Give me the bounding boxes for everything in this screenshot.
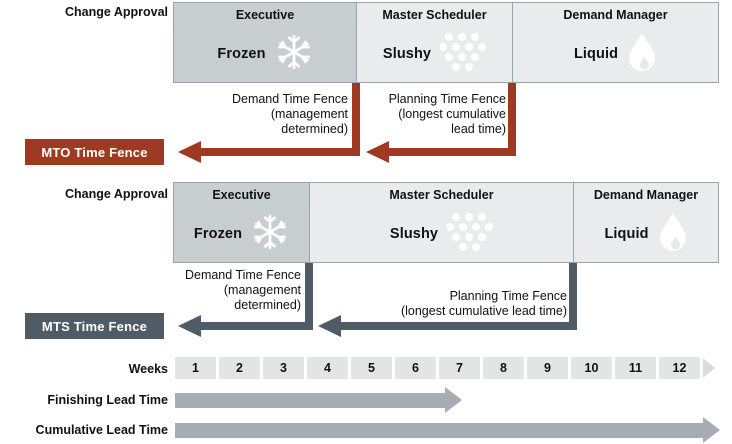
- mts-planning-fence-caption-line-2: (longest cumulative lead time): [400, 304, 567, 318]
- mto-liquid-label: Liquid: [573, 46, 619, 62]
- mto-planning-fence-caption-line-3: lead time): [451, 122, 506, 136]
- mts-header-executive: Executive: [173, 182, 310, 207]
- cumulative-lead-time-bar-arrowhead: [703, 417, 720, 443]
- mto-demand-fence-vline: [352, 83, 360, 156]
- mts-demand-fence-caption-line-3: determined): [234, 298, 301, 312]
- mts-demand-fence-caption-line-1: Demand Time Fence: [184, 268, 301, 282]
- mto-header-master-scheduler: Master Scheduler: [356, 2, 513, 27]
- week-cell-9: 9: [527, 357, 568, 379]
- mto-cell-liquid: Liquid: [512, 26, 719, 83]
- week-cell-6: 6: [395, 357, 436, 379]
- mto-planning-fence-caption-line-1: Planning Time Fence: [388, 92, 506, 106]
- mts-cell-liquid: Liquid: [573, 206, 719, 263]
- mto-planning-fence-arrowhead: [366, 141, 389, 163]
- mto-header-demand-manager: Demand Manager: [512, 2, 719, 27]
- weeks-label: Weeks: [128, 362, 168, 376]
- mts-demand-fence-arrowhead: [178, 315, 201, 337]
- mts-change-approval-label: Change Approval: [64, 187, 168, 201]
- mts-planning-fence-arrowhead: [318, 315, 341, 337]
- week-cell-1: 1: [175, 357, 216, 379]
- water-droplet-icon: [658, 213, 688, 256]
- week-cell-4: 4: [307, 357, 348, 379]
- week-cell-10: 10: [571, 357, 612, 379]
- mts-demand-fence-caption: Demand Time Fence (management determined…: [113, 268, 301, 313]
- mts-planning-fence-caption-line-1: Planning Time Fence: [449, 289, 567, 303]
- mts-planning-fence-caption: Planning Time Fence (longest cumulative …: [330, 289, 567, 319]
- week-cell-8: 8: [483, 357, 524, 379]
- weeks-continuation-arrow-icon: [703, 358, 715, 378]
- water-droplet-icon: [627, 33, 657, 76]
- mto-planning-fence-hline: [388, 148, 516, 156]
- mts-demand-fence-vline: [305, 263, 313, 329]
- week-cell-12: 12: [659, 357, 700, 379]
- week-cell-2: 2: [219, 357, 260, 379]
- mto-demand-fence-caption: Demand Time Fence (management determined…: [160, 92, 348, 137]
- slush-dots-icon: [446, 211, 494, 258]
- mto-slushy-label: Slushy: [382, 46, 432, 62]
- mts-planning-fence-vline: [569, 263, 577, 329]
- mto-demand-fence-caption-line-3: determined): [281, 122, 348, 136]
- mto-time-fence-badge: MTO Time Fence: [25, 139, 164, 165]
- cumulative-lead-time-label: Cumulative Lead Time: [35, 423, 168, 437]
- mto-planning-fence-vline: [508, 83, 516, 156]
- mts-frozen-label: Frozen: [193, 226, 243, 242]
- mts-header-master-scheduler: Master Scheduler: [309, 182, 574, 207]
- mts-cell-frozen: Frozen: [173, 206, 310, 263]
- mto-demand-fence-arrowhead: [178, 141, 201, 163]
- mts-demand-fence-caption-line-2: (management: [223, 283, 301, 297]
- mts-time-fence-badge: MTS Time Fence: [25, 313, 164, 339]
- cumulative-lead-time-bar: [175, 423, 703, 438]
- mto-planning-fence-caption-line-2: (longest cumulative: [398, 107, 506, 121]
- mto-change-approval-label: Change Approval: [64, 5, 168, 19]
- week-cell-11: 11: [615, 357, 656, 379]
- week-cell-3: 3: [263, 357, 304, 379]
- mto-frozen-label: Frozen: [217, 46, 266, 62]
- finishing-lead-time-label: Finishing Lead Time: [47, 393, 168, 407]
- mts-header-demand-manager: Demand Manager: [573, 182, 719, 207]
- mts-slushy-label: Slushy: [389, 226, 439, 242]
- mto-planning-fence-caption: Planning Time Fence (longest cumulative …: [362, 92, 506, 137]
- slush-dots-icon: [439, 31, 487, 78]
- mts-liquid-label: Liquid: [604, 226, 649, 242]
- week-cell-5: 5: [351, 357, 392, 379]
- mto-header-executive: Executive: [173, 2, 357, 27]
- finishing-lead-time-bar: [175, 393, 445, 408]
- week-cell-7: 7: [439, 357, 480, 379]
- mto-cell-slushy: Slushy: [356, 26, 513, 83]
- mto-demand-fence-caption-line-2: (management: [270, 107, 348, 121]
- mts-planning-fence-hline: [340, 322, 577, 330]
- mto-demand-fence-hline: [200, 148, 358, 156]
- snowflake-icon: [275, 33, 313, 76]
- mto-demand-fence-caption-line-1: Demand Time Fence: [231, 92, 348, 106]
- mts-demand-fence-hline: [200, 322, 313, 330]
- finishing-lead-time-bar-arrowhead: [445, 387, 462, 413]
- mto-cell-frozen: Frozen: [173, 26, 357, 83]
- snowflake-icon: [251, 213, 289, 256]
- mts-cell-slushy: Slushy: [309, 206, 574, 263]
